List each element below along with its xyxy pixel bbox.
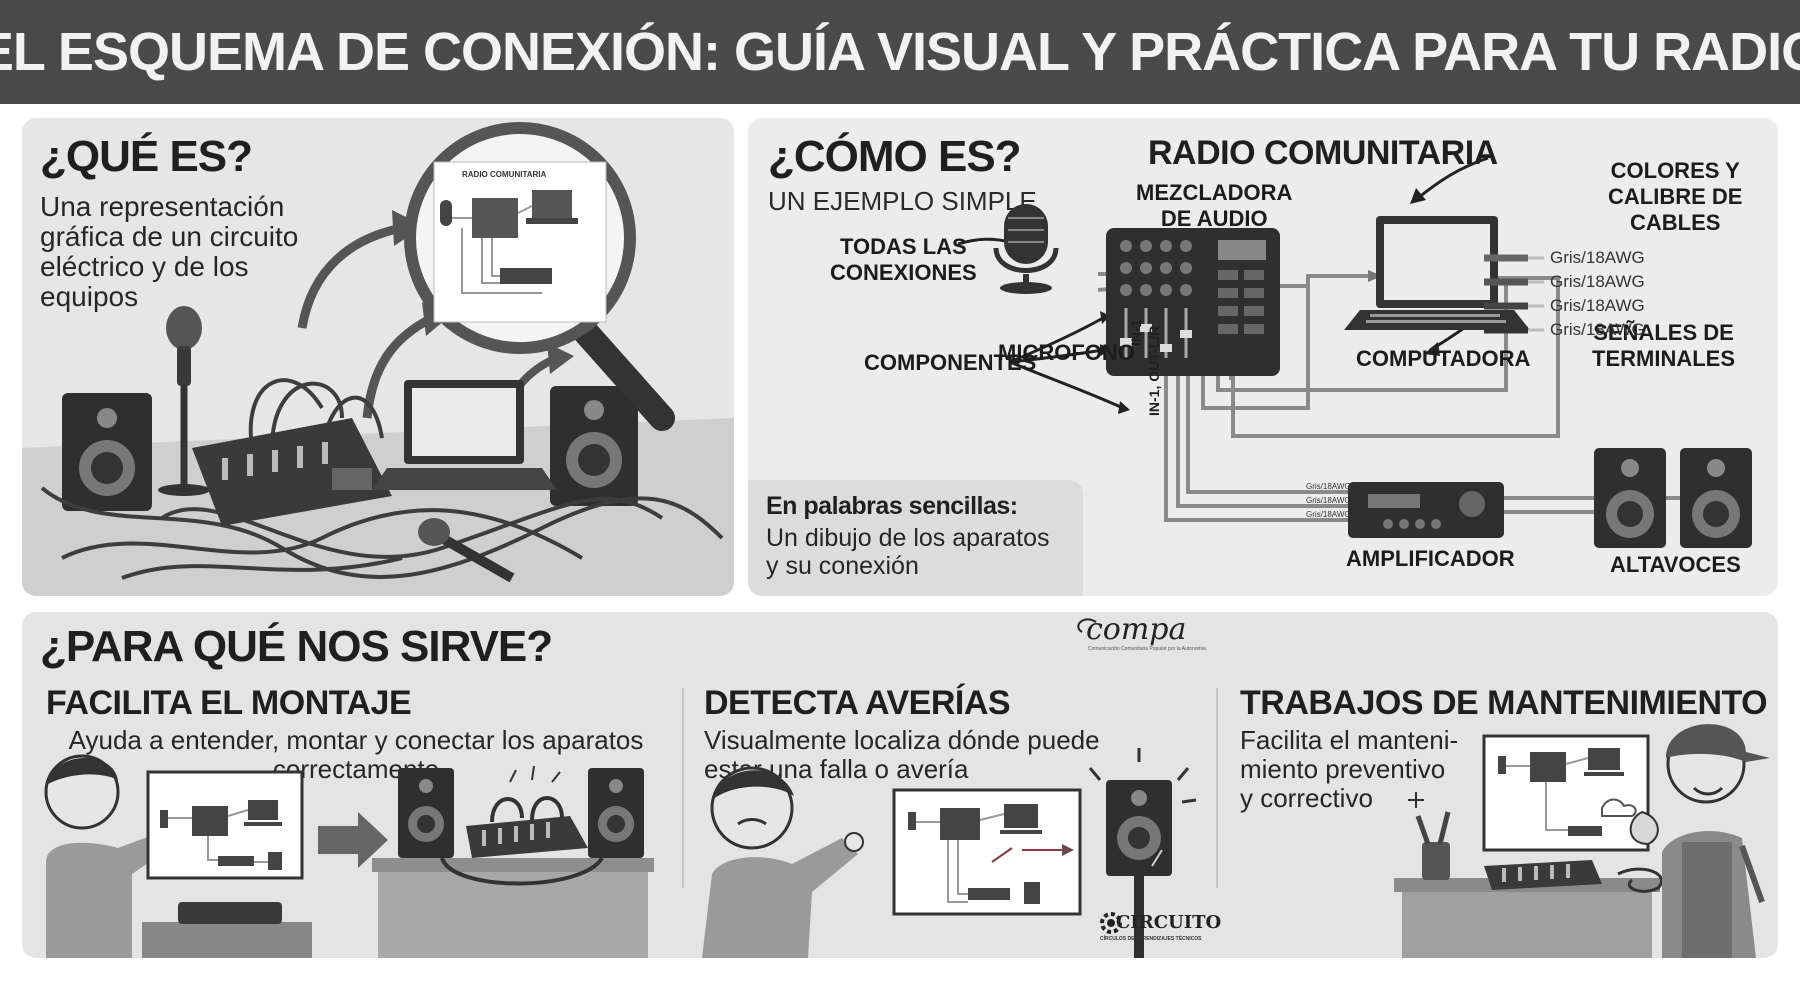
mixer-icon — [1484, 860, 1602, 890]
amp-cable-label: Gris/18AWG — [1306, 496, 1351, 505]
label-computadora: COMPUTADORA — [1356, 346, 1531, 371]
handheld-mic-icon — [418, 518, 515, 583]
panel-para-que: ¿PARA QUÉ NOS SIRVE? compa Comunicación … — [22, 612, 1778, 958]
cable-legend-label: Gris/18AWG — [1550, 248, 1645, 267]
compa-logo-sub: Comunicación Comunitaria Popular por la … — [1088, 646, 1206, 652]
palabras-sencillas-box: En palabras sencillas: Un dibujo de los … — [748, 480, 1083, 596]
label-todas-conexiones: TODAS LAS CONEXIONES — [830, 234, 977, 285]
amplifier-icon — [1348, 482, 1504, 538]
label-ports-in: IN-1 — [1128, 319, 1144, 346]
amp-cable-label: Gris/18AWG — [1306, 510, 1351, 519]
que-es-heading: ¿QUÉ ES? — [40, 132, 253, 181]
speaker-icon — [550, 386, 638, 506]
faulty-speaker-icon — [1106, 780, 1172, 958]
messy-setup-illustration — [22, 122, 734, 596]
connection-diagram — [957, 156, 1752, 548]
como-es-subheading: UN EJEMPLO SIMPLE — [768, 186, 1037, 216]
cable-legend-label: Gris/18AWG — [1550, 272, 1645, 291]
para-que-heading: ¿PARA QUÉ NOS SIRVE? — [40, 622, 553, 671]
mixer-icon — [192, 418, 392, 526]
col-averias-title: DETECTA AVERÍAS — [704, 684, 1011, 722]
speaker-icon — [398, 768, 454, 858]
label-colores-calibre: COLORES Y CALIBRE DE CABLES — [1608, 158, 1743, 235]
label-componentes: COMPONENTES — [864, 350, 1037, 375]
cable-legend — [1484, 254, 1544, 334]
speaker-icon — [62, 393, 152, 511]
computer-icon — [1344, 216, 1530, 330]
label-mezcladora: MEZCLADORA DE AUDIO — [1136, 180, 1293, 231]
arrow-icon — [297, 223, 403, 329]
arrow-right-icon — [318, 812, 388, 868]
microphone-icon — [993, 204, 1059, 294]
col-mantenimiento-title: TRABAJOS DE MANTENIMIENTO — [1240, 684, 1768, 722]
circuito-logo: CIRCUITO CÍRCULOS DE APRENDIZAJES TÉCNIC… — [1100, 912, 1250, 956]
column-divider — [682, 688, 684, 888]
column-divider — [1216, 688, 1218, 888]
col-montaje-text: Ayuda a entender, montar y conectar los … — [68, 725, 644, 784]
title-banner: EL ESQUEMA DE CONEXIÓN: GUÍA VISUAL Y PR… — [0, 0, 1800, 104]
page-title: EL ESQUEMA DE CONEXIÓN: GUÍA VISUAL Y PR… — [0, 22, 1800, 82]
speaker-icon — [588, 768, 644, 858]
microphone-icon — [158, 306, 210, 496]
magnifier-label: RADIO COMUNITARIA — [462, 170, 547, 179]
diagram-title: RADIO COMUNITARIA — [1148, 134, 1498, 172]
technician-icon — [1629, 724, 1770, 958]
laptop-icon — [372, 380, 557, 490]
magnifier-icon — [404, 122, 675, 431]
label-altavoces: ALTAVOCES — [1610, 552, 1741, 577]
label-microfono: MICROFONO — [998, 340, 1135, 365]
mixer-icon — [1106, 228, 1280, 376]
panel-que-es: ¿QUÉ ES? Una representación gráfica de u… — [22, 118, 734, 596]
circuito-logo-text: CIRCUITO — [1116, 912, 1222, 933]
mixer-icon — [466, 816, 588, 858]
tool-cup-icon — [1415, 811, 1451, 880]
circuito-logo-sub: CÍRCULOS DE APRENDIZAJES TÉCNICOS — [1100, 936, 1202, 942]
compa-logo: compa Comunicación Comunitaria Popular p… — [1070, 612, 1210, 656]
speaker-icon — [1594, 448, 1666, 548]
col-montaje-title: FACILITA EL MONTAJE — [46, 684, 412, 722]
panel-como-es: ¿CÓMO ES? UN EJEMPLO SIMPLE RADIO COMUNI… — [748, 118, 1778, 596]
palabras-heading: En palabras sencillas: — [766, 492, 1018, 520]
label-amplificador: AMPLIFICADOR — [1346, 546, 1515, 571]
cable-legend-label: Gris/18AWG — [1550, 320, 1645, 339]
usage-illustrations — [44, 724, 1770, 958]
que-es-text: Una representación gráfica de un circuit… — [40, 191, 299, 312]
col-mantenimiento-text: Facilita el manteni- miento preventivo y… — [1240, 725, 1459, 813]
compa-logo-text: compa — [1086, 612, 1187, 647]
cable-legend-label: Gris/18AWG — [1550, 296, 1645, 315]
worried-person-icon — [702, 766, 864, 958]
label-senales-terminales: SEÑALES DE TERMINALES — [1592, 320, 1735, 371]
amp-cable-label: Gris/18AWG — [1306, 482, 1351, 491]
palabras-text: Un dibujo de los aparatos y su conexión — [766, 524, 1050, 580]
speaker-icon — [1680, 448, 1752, 548]
label-ports-inout: IN-1, OUT-L/R — [1146, 325, 1162, 416]
como-es-heading: ¿CÓMO ES? — [768, 132, 1022, 181]
